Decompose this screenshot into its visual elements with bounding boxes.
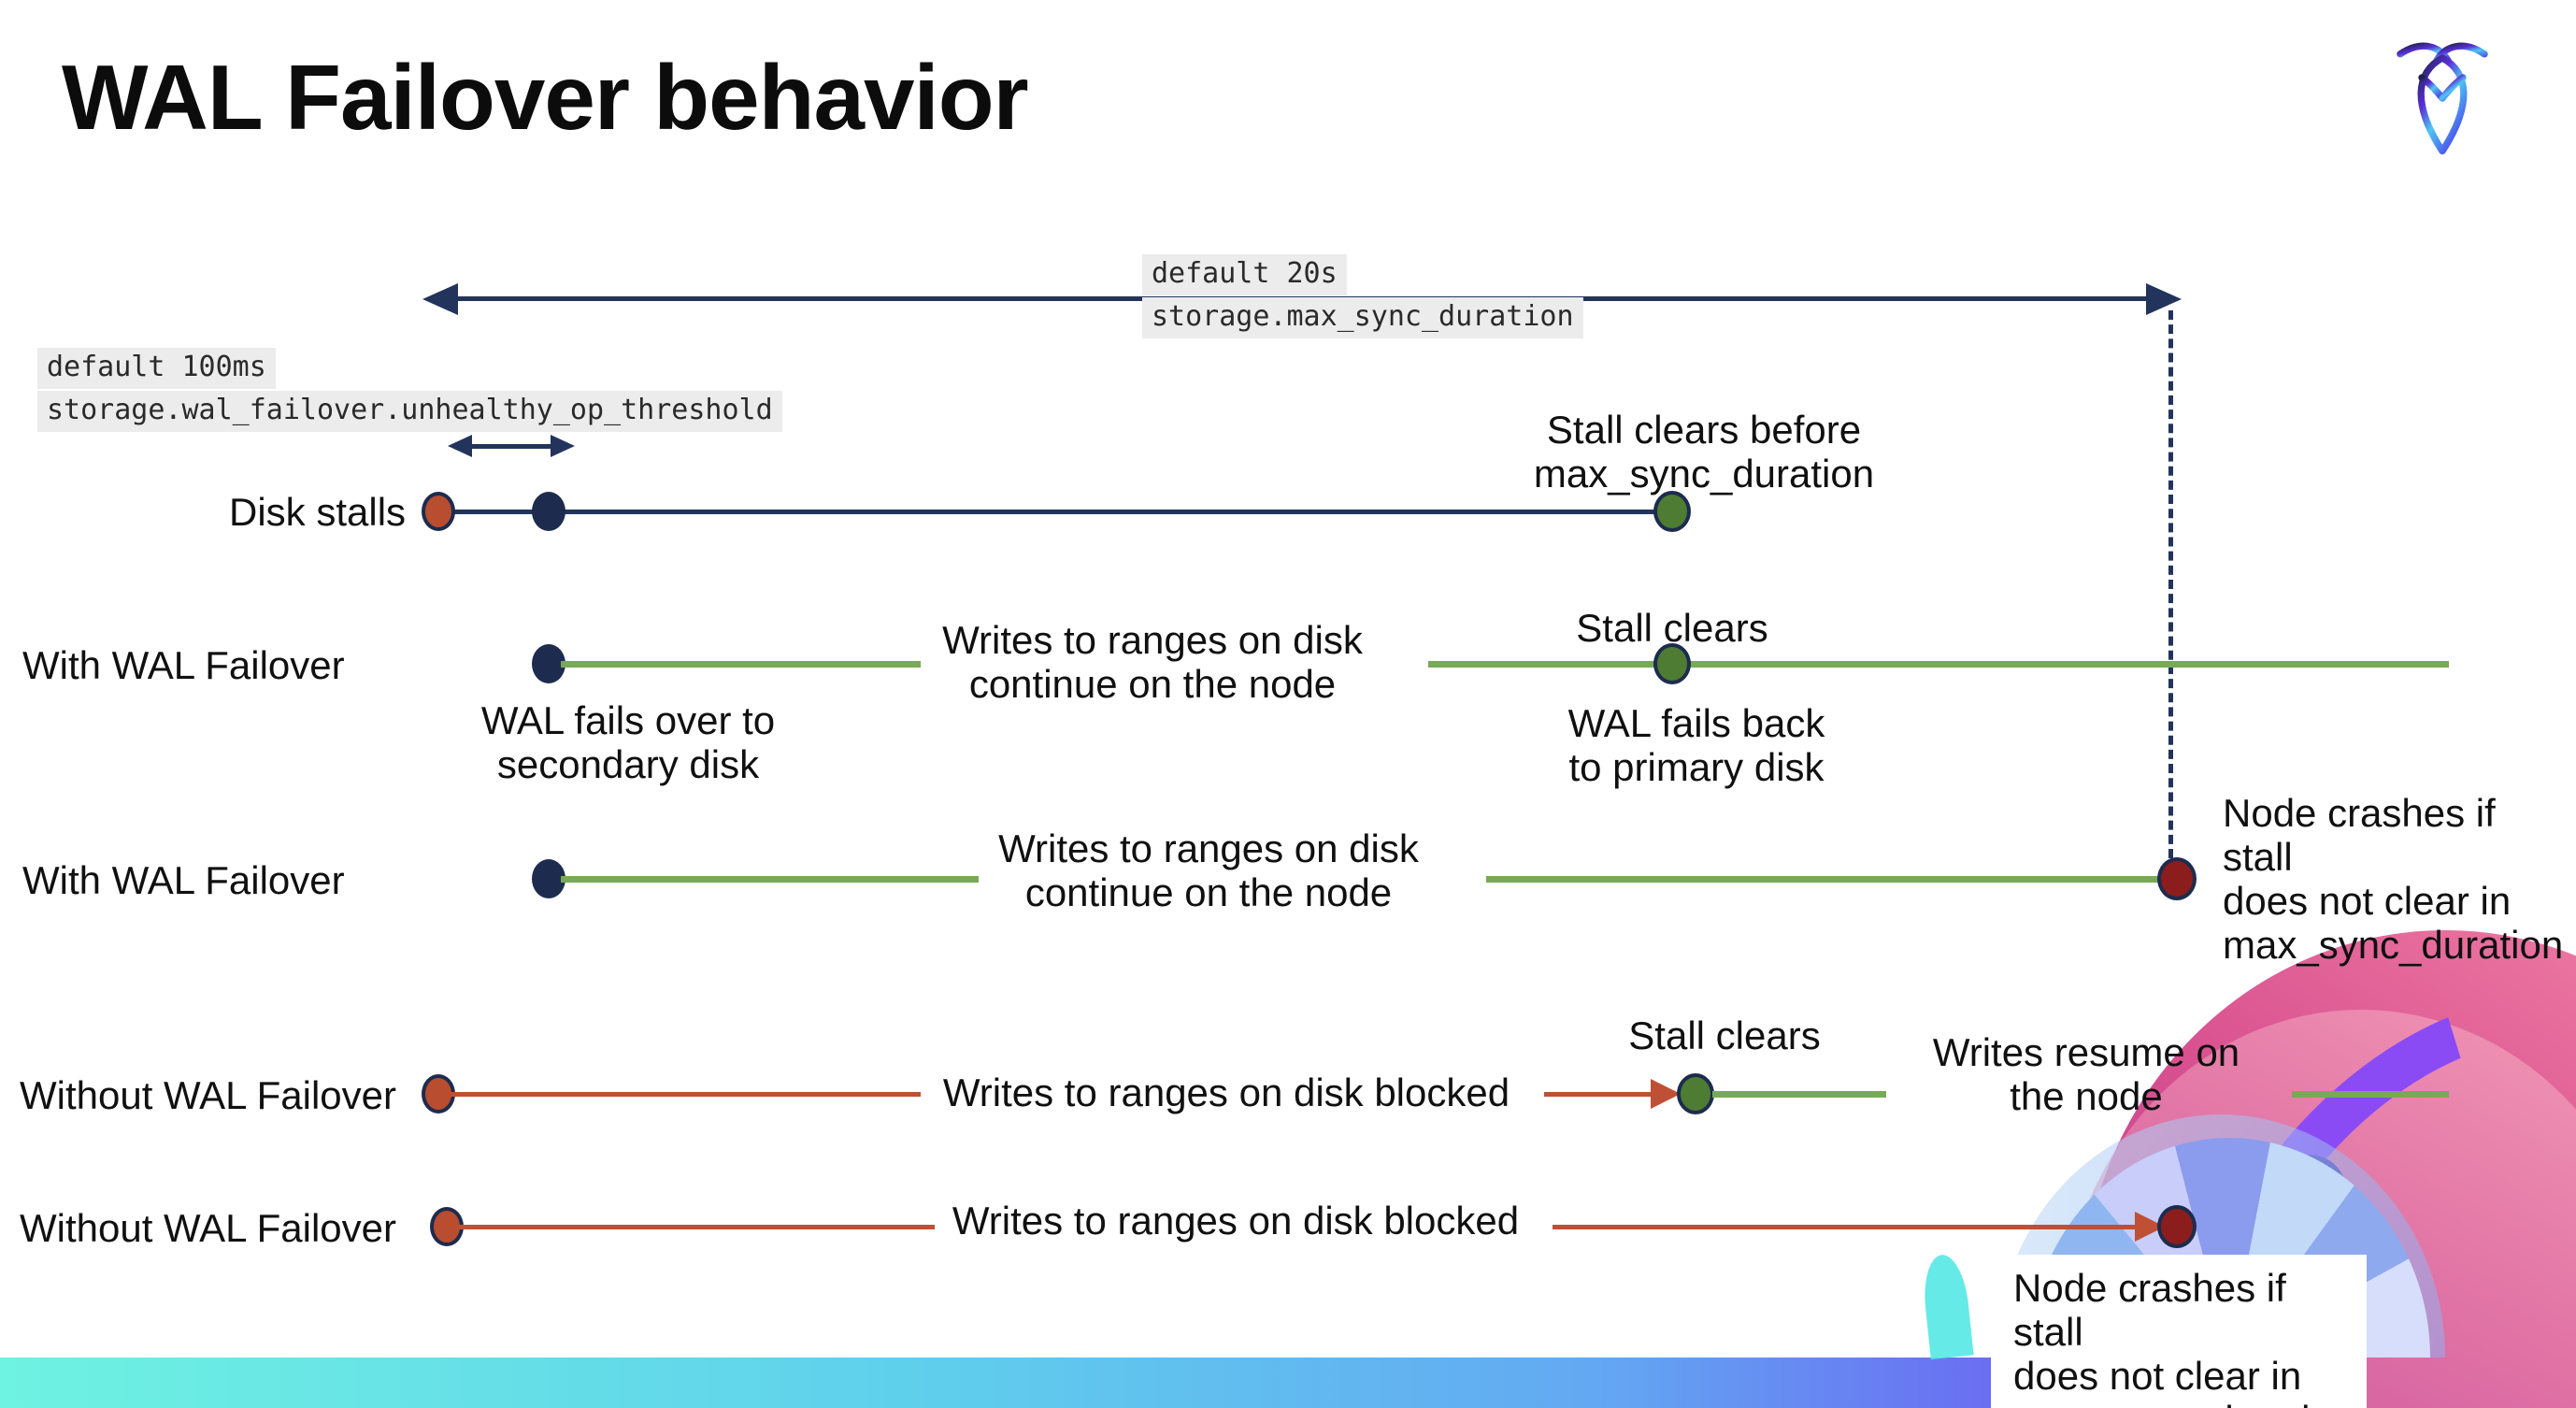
writes-continue-line-1a [561,661,921,668]
stall-clear-dot [1653,491,1691,532]
failover-trigger-dot [532,492,565,531]
row-label-with-wal-failover-1: With WAL Failover [22,643,345,687]
threshold-span-line [470,444,552,449]
wal-fails-over-label: WAL fails over to secondary disk [480,698,776,786]
max-sync-deadline-dashed-line [2168,310,2173,858]
writes-blocked-line-2a [459,1225,935,1229]
max-sync-config-label: default 20s storage.max_sync_duration [1142,254,1583,340]
writes-blocked-label-2: Writes to ranges on disk blocked [952,1199,1520,1243]
small-arrowhead-right-icon [551,435,575,457]
small-arrowhead-left-icon [448,435,472,457]
stall-clears-before-label: Stall clears before max_sync_duration [1533,408,1875,496]
arrowhead-left-icon [422,283,458,315]
node-crashes-callout-box: Node crashes if stall does not clear in … [1991,1255,2367,1408]
row-label-disk-stalls: Disk stalls [229,490,407,534]
writes-continue-line-2a [561,876,979,883]
writes-continue-label-2: Writes to ranges on disk continue on the… [998,826,1419,914]
row-label-without-wal-failover-2: Without WAL Failover [20,1206,396,1250]
stall-clear-dot-row2 [1653,643,1691,684]
threshold-config-label: default 100ms storage.wal_failover.unhea… [37,348,782,434]
row-label-with-wal-failover-2: With WAL Failover [22,858,345,902]
writes-continue-line-2b [1486,876,2160,883]
red-arrowhead-row4-icon [1651,1079,1681,1109]
node-crash-dot-row5 [2157,1205,2197,1248]
threshold-setting-name: storage.wal_failover.unhealthy_op_thresh… [37,391,782,432]
writes-resume-line-b [2292,1091,2449,1098]
arrowhead-right-icon [2146,283,2182,315]
writes-resume-line-a [1712,1091,1886,1098]
threshold-default-value: default 100ms [37,348,276,389]
writes-continue-line-1b [1428,661,2449,668]
disk-stall-timeline [438,510,1672,514]
writes-blocked-line-1b [1544,1092,1654,1097]
node-crashes-label-1: Node crashes if stall does not clear in … [2223,791,2564,967]
node-crashes-label-2: Node crashes if stall does not clear in … [2013,1266,2354,1408]
wal-fails-back-label: WAL fails back to primary disk [1567,701,1825,789]
writes-continue-label-1: Writes to ranges on disk continue on the… [942,618,1363,706]
row-label-without-wal-failover-1: Without WAL Failover [20,1073,396,1117]
node-crash-dot-row3 [2157,857,2197,900]
max-sync-default-value: default 20s [1142,254,1347,295]
stall-start-dot [422,492,455,531]
writes-blocked-label-1: Writes to ranges on disk blocked [942,1070,1510,1114]
max-sync-setting-name: storage.max_sync_duration [1142,297,1583,338]
writes-resume-label: Writes resume on the node [1932,1030,2240,1118]
page-title: WAL Failover behavior [62,46,1029,149]
writes-blocked-line-1a [451,1092,921,1097]
stall-start-dot-row4 [422,1074,455,1113]
cockroachdb-logo-icon [2391,37,2494,159]
stall-clear-dot-row4 [1677,1073,1714,1114]
stall-clears-label-2: Stall clears [1628,1013,1821,1057]
stall-clears-label-1: Stall clears [1576,606,1768,650]
writes-blocked-line-2b [1553,1225,2139,1229]
